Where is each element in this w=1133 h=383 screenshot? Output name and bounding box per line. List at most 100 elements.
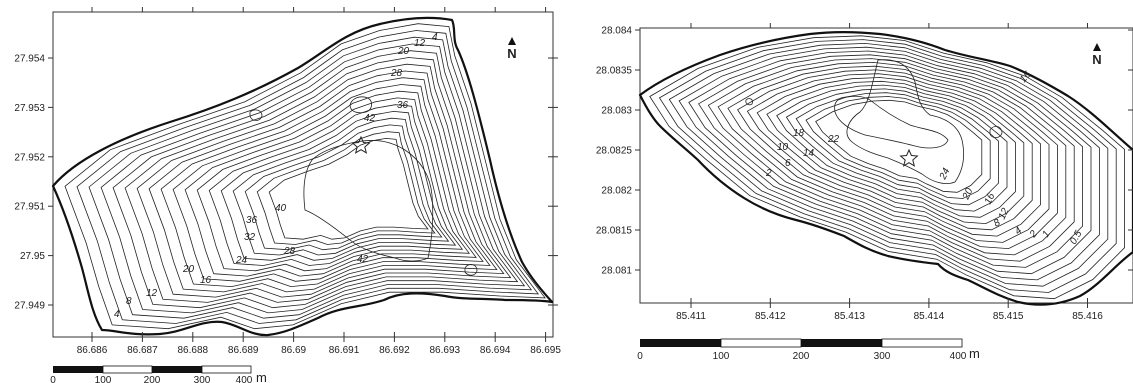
x-tick-label: 86.687: [127, 345, 158, 356]
x-tick-label: 86.688: [178, 345, 209, 356]
scale-label: 100: [95, 375, 112, 383]
x-tick-label: 85.412: [755, 311, 786, 322]
left-contour-knob: [464, 264, 478, 276]
left-contour-40: [303, 140, 434, 262]
contour-label: 42: [357, 254, 369, 265]
depth-contour: [148, 70, 498, 293]
y-tick-label: 28.0825: [596, 146, 633, 157]
contour-label: 20: [397, 46, 410, 57]
right-scale-bar: 0 100 200 300 400 m: [637, 338, 980, 362]
contour-label: 8: [992, 217, 1003, 230]
depth-contour: [184, 90, 477, 277]
contour-label: 14: [803, 148, 815, 159]
contour-label: 28: [283, 246, 296, 257]
contour-label: 40: [275, 203, 287, 214]
depth-contour: [668, 42, 1109, 287]
y-tick-label: 27.949: [14, 301, 45, 312]
scale-label: 400: [950, 351, 967, 362]
contour-label: 12: [414, 38, 426, 49]
depth-contour: [805, 96, 991, 199]
y-tick-label: 27.951: [14, 202, 45, 213]
depth-contour: [64, 23, 546, 330]
right-contour-knob: [989, 126, 1003, 139]
depth-contour: [678, 46, 1100, 281]
depth-contour: [208, 104, 464, 266]
scale-label: 300: [874, 351, 891, 362]
x-tick-label: 86.689: [228, 345, 259, 356]
x-tick-label: 86.691: [329, 345, 360, 356]
contour-label: 24: [235, 255, 248, 266]
depth-contour: [232, 117, 450, 256]
left-map-frame: [52, 11, 554, 338]
x-tick-label: 86.686: [77, 345, 108, 356]
scale-label: 200: [144, 375, 161, 383]
depth-contour: [737, 69, 1050, 243]
contour-label: 2: [1027, 228, 1040, 240]
y-tick-label: 28.082: [601, 186, 632, 197]
y-tick-label: 28.0835: [596, 66, 633, 77]
left-lake-map: 86.686 86.687 86.688 86.689 86.69 86.691 86.69…: [14, 7, 561, 383]
scale-label: 400: [236, 375, 253, 383]
depth-contour: [256, 131, 436, 245]
left-scale-bar: 0 100 200 300 400 m: [50, 365, 267, 383]
right-contour-flat: [834, 95, 949, 149]
y-tick-label: 28.081: [601, 266, 632, 277]
north-arrow-icon: N: [507, 37, 517, 61]
contour-label: 10: [777, 142, 789, 153]
depth-contour: [160, 77, 491, 288]
left-contour-42: [349, 96, 372, 114]
depth-contour: [244, 124, 443, 251]
contour-label: 32: [244, 232, 256, 243]
x-tick-label: 85.414: [914, 311, 945, 322]
contour-label: 20: [960, 186, 975, 202]
x-tick-label: 86.693: [430, 345, 461, 356]
right-map-frame: [639, 27, 1133, 304]
contour-label: 22: [827, 134, 840, 145]
y-tick-label: 28.084: [601, 26, 632, 37]
depth-contour: [196, 97, 471, 272]
depth-contour: [727, 65, 1058, 250]
contour-label: 18: [793, 128, 805, 139]
depth-contour: [785, 88, 1008, 212]
contour-label: 20: [182, 264, 195, 275]
right-contour-small: [745, 98, 753, 106]
scale-label: 200: [793, 351, 810, 362]
right-depth-contours: [649, 35, 1125, 300]
depth-contour: [707, 58, 1075, 262]
x-tick-label: 85.415: [993, 311, 1024, 322]
contour-label: 8: [126, 296, 132, 307]
x-tick-label: 86.69: [281, 345, 306, 356]
depth-contour: [76, 30, 540, 324]
depth-contour: [136, 63, 505, 298]
depth-contour: [688, 50, 1092, 275]
y-tick-label: 27.954: [14, 54, 45, 65]
depth-contour: [766, 80, 1025, 225]
x-tick-label: 85.413: [834, 311, 865, 322]
depth-contour: [112, 50, 519, 309]
depth-contour: [124, 57, 512, 303]
contour-label: 2: [765, 168, 772, 179]
scale-label: 0: [50, 375, 56, 383]
depth-contour: [268, 137, 429, 240]
depth-contour: [795, 92, 999, 206]
y-tick-label: 28.083: [601, 106, 632, 117]
contour-label: 12: [146, 288, 158, 299]
x-tick-label: 85.416: [1072, 311, 1103, 322]
contour-label: 6: [785, 158, 791, 169]
left-contour-small: [249, 109, 263, 121]
left-axis-ticks: 86.686 86.687 86.688 86.689 86.69 86.691 86.69…: [14, 7, 561, 356]
star-icon: [899, 148, 919, 167]
contour-label: 16: [983, 191, 998, 206]
contour-label: 36: [246, 215, 258, 226]
x-tick-label: 86.695: [530, 345, 561, 356]
north-arrow-label: N: [507, 46, 516, 61]
depth-contour: [776, 84, 1016, 218]
contour-label: 12: [997, 206, 1012, 221]
x-tick-label: 86.692: [379, 345, 410, 356]
contour-label: 4: [1013, 225, 1025, 237]
right-contour-labels: 16 18 22 10 14 6 2 24 20 16 12 8 4 2 1 0…: [765, 69, 1085, 246]
depth-contour: [649, 35, 1125, 300]
y-tick-label: 27.953: [14, 103, 45, 114]
